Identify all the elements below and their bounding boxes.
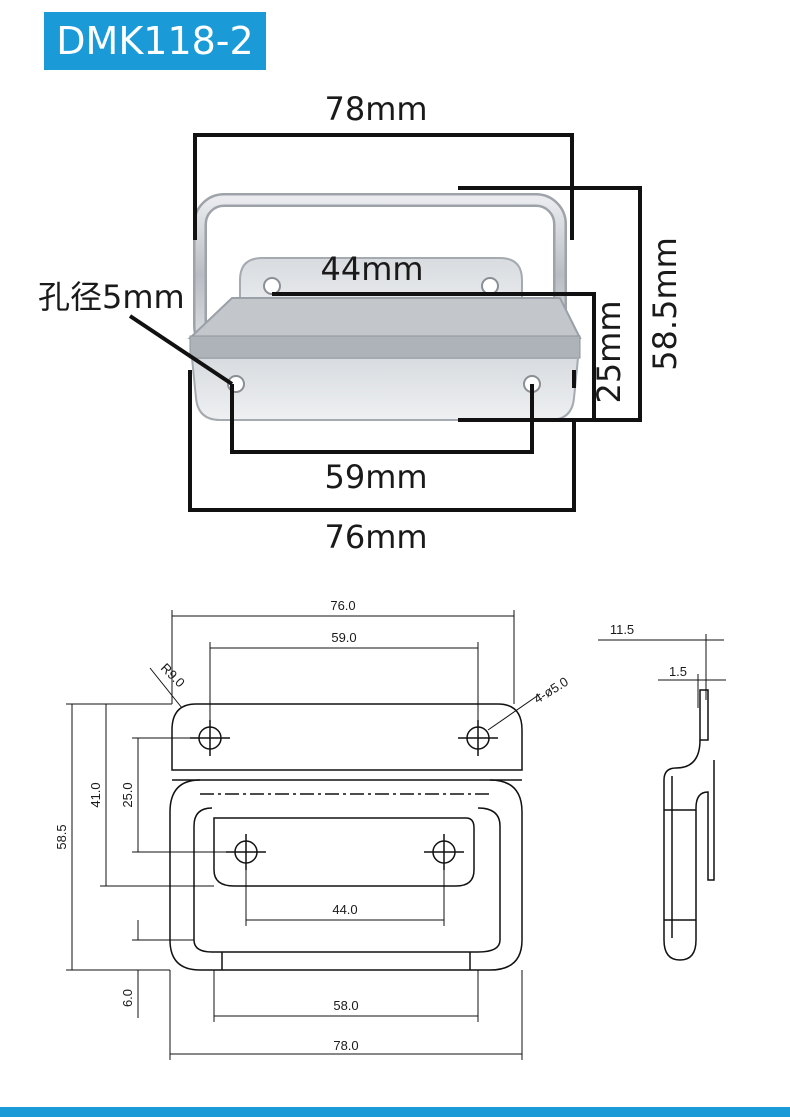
dwg-top-holes: 59.0 bbox=[331, 630, 356, 645]
dim-bottom-hole-span: 59mm bbox=[324, 458, 427, 496]
dwg-overall-top: 76.0 bbox=[330, 598, 355, 613]
dwg-side-gauge: 1.5 bbox=[669, 664, 687, 679]
dwg-radius: R9.0 bbox=[158, 660, 188, 690]
product-photo-diagram: 78mm 44mm 孔径5mm 58.5mm 25mm 59mm 76mm bbox=[38, 90, 684, 556]
dwg-bottom-overall: 78.0 bbox=[333, 1038, 358, 1053]
dwg-offset: 6.0 bbox=[120, 989, 135, 1007]
dwg-height-total: 58.5 bbox=[54, 824, 69, 849]
bent-flange bbox=[187, 297, 582, 359]
side-view bbox=[598, 634, 726, 961]
dwg-hole-callout: 4-ø5.0 bbox=[531, 674, 571, 707]
dim-hole-diameter: 孔径5mm bbox=[38, 278, 185, 316]
base-plate bbox=[190, 357, 580, 421]
footer-accent-bar bbox=[0, 1107, 790, 1117]
front-view bbox=[169, 703, 523, 971]
dim-plate-height: 25mm bbox=[590, 300, 628, 403]
dwg-bottom-inner: 58.0 bbox=[333, 998, 358, 1013]
dim-hole-span: 44mm bbox=[320, 250, 423, 288]
dim-height: 58.5mm bbox=[646, 237, 684, 371]
dwg-lower-holes: 44.0 bbox=[332, 902, 357, 917]
technical-drawing: 76.0 59.0 R9.0 4-ø5.0 58.5 41.0 25.0 44.… bbox=[54, 598, 726, 1060]
dwg-side-thickness: 11.5 bbox=[610, 622, 634, 637]
dim-base-width: 76mm bbox=[324, 518, 427, 556]
dimension-lines bbox=[66, 610, 541, 1060]
dim-top-width: 78mm bbox=[324, 90, 427, 128]
photo-dimension-lines bbox=[128, 133, 642, 512]
model-title: DMK118-2 bbox=[44, 12, 266, 70]
dwg-plate: 25.0 bbox=[120, 782, 135, 807]
dwg-height-inner: 41.0 bbox=[88, 782, 103, 807]
